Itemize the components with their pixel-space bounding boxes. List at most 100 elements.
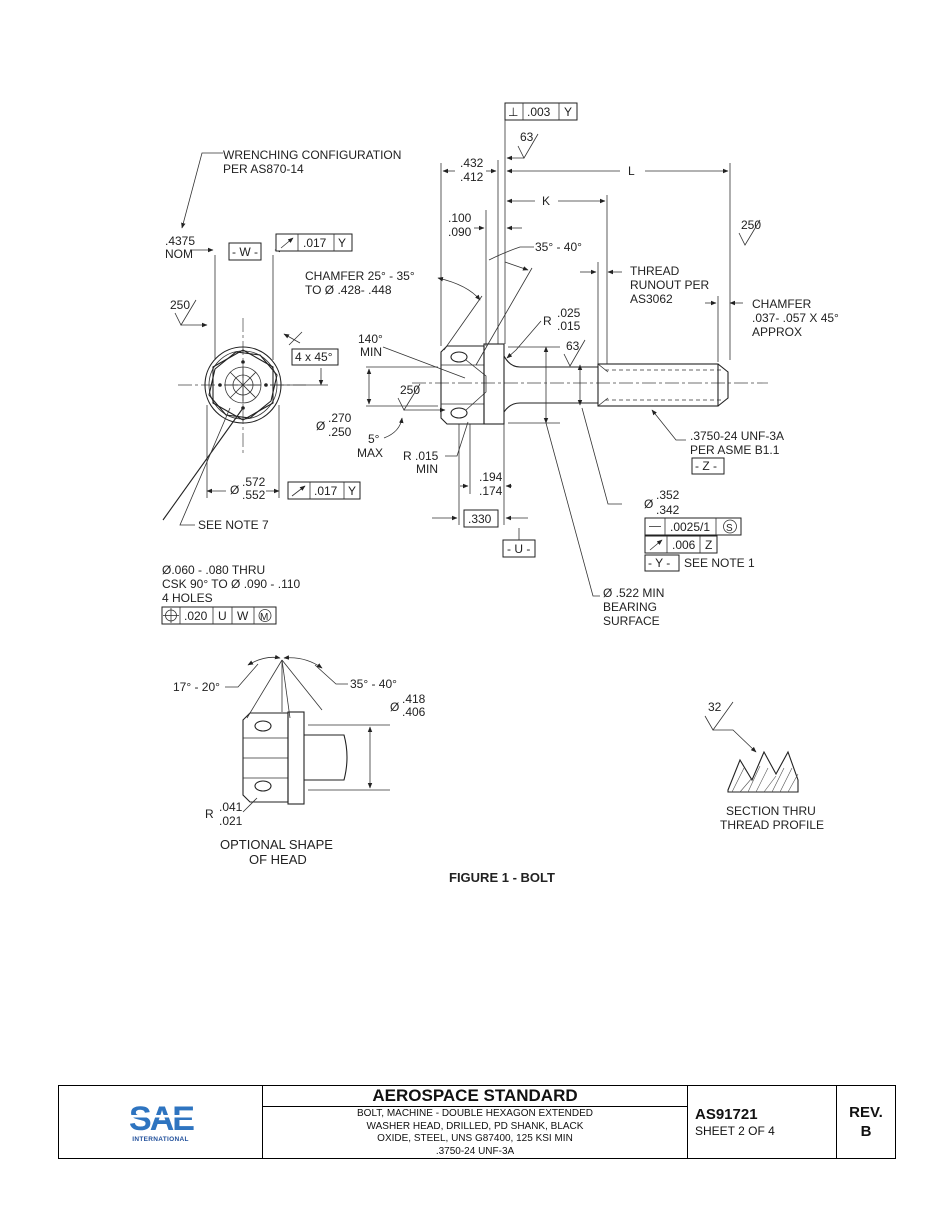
fcf-position-tol: .020: [184, 609, 208, 623]
angle-17-20: 17° - 20°: [173, 680, 220, 694]
sheet-number: SHEET 2 OF 4: [695, 1123, 775, 1138]
dim-194-upper: .194: [479, 470, 503, 484]
fcf-017-y-bottom: .017 Y: [287, 481, 361, 500]
dim-100-lower: .090: [448, 225, 472, 239]
label-k: K: [542, 194, 550, 208]
holes-line-2: CSK 90° TO Ø .090 - .110: [162, 577, 301, 591]
see-note-7: SEE NOTE 7: [198, 518, 269, 532]
datum-y: - Y -: [648, 556, 670, 570]
dim-194-lower: .174: [479, 484, 503, 498]
r-015-min: MIN: [416, 462, 438, 476]
dia-270-upper: .270: [328, 411, 352, 425]
description-line-2: WASHER HEAD, DRILLED, PD SHANK, BLACK: [366, 1120, 584, 1132]
fcf-0025-modifier: S: [726, 523, 733, 534]
thread-spec-1: .3750-24 UNF-3A: [690, 429, 784, 443]
wrenching-line-2: PER AS870-14: [223, 162, 304, 176]
label-l: L: [628, 164, 635, 178]
fcf-perp-003: ⊥ .003 Y: [504, 102, 578, 121]
finish-63-mid: 63: [566, 339, 580, 353]
across-flats-nom: NOM: [165, 247, 193, 261]
revision-cell: REV. B: [837, 1086, 895, 1158]
fcf-017-bottom-datum: Y: [348, 484, 356, 498]
dia-352-lower: .342: [656, 503, 680, 517]
fcf-006-z: .006 Z: [644, 535, 718, 554]
section-thru-2: THREAD PROFILE: [720, 818, 824, 832]
optional-shape-2: OF HEAD: [249, 852, 307, 867]
sae-logo-sub: INTERNATIONAL: [132, 1136, 189, 1143]
chamfer-tip-2: .037- .057 X 45°: [752, 311, 839, 325]
fcf-position-datum-w: W: [237, 609, 249, 623]
r-015-label: R .015: [403, 449, 439, 463]
title-description-cell: AEROSPACE STANDARD BOLT, MACHINE - DOUBL…: [263, 1086, 688, 1158]
fcf-position-datum-u: U: [218, 609, 227, 623]
revision-value: B: [860, 1123, 872, 1140]
finish-32: 32: [708, 700, 722, 714]
r-025-lower: .015: [557, 319, 581, 333]
chamfer-tip-3: APPROX: [752, 325, 802, 339]
fcf-perp-tol: .003: [527, 105, 551, 119]
sae-logo: SAE INTERNATIONAL: [128, 1101, 194, 1143]
bearing-3: SURFACE: [603, 614, 660, 628]
fcf-position-modifier: M: [260, 612, 268, 623]
finish-63-top: 63: [520, 130, 534, 144]
fcf-006-tol: .006: [672, 538, 696, 552]
r-041-upper: .041: [219, 800, 243, 814]
dim-330: .330: [468, 512, 492, 526]
min-140-min: MIN: [360, 345, 382, 359]
dim-100-upper: .100: [448, 211, 472, 225]
optional-shape-1: OPTIONAL SHAPE: [220, 837, 333, 852]
bearing-2: BEARING: [603, 600, 657, 614]
dia-418-upper: .418: [402, 692, 426, 706]
dia-572-upper: .572: [242, 475, 266, 489]
dia-418-symbol: Ø: [390, 700, 399, 714]
finish-250-right: 250: [741, 218, 761, 232]
dia-418-lower: .406: [402, 705, 426, 719]
fcf-0025: .0025/1 S: [644, 517, 742, 536]
fcf-017-top-datum: Y: [338, 236, 346, 250]
sae-logo-cell: SAE INTERNATIONAL: [59, 1086, 263, 1158]
datum-u: - U -: [507, 542, 530, 556]
fcf-017-top-tol: .017: [303, 236, 327, 250]
angle-35-40-b: 35° - 40°: [350, 677, 397, 691]
holes-line-3: 4 HOLES: [162, 591, 213, 605]
thread-spec-2: PER ASME B1.1: [690, 443, 780, 457]
thread-profile: 32 SECTION THRU THREAD PROFILE: [704, 700, 824, 832]
min-140-value: 140°: [358, 332, 383, 346]
optional-head-view: [242, 659, 348, 805]
holes-line-1: Ø.060 - .080 THRU: [162, 563, 265, 577]
chamfer-head-line-2: TO Ø .428- .448: [305, 283, 392, 297]
angle-35-40: 35° - 40°: [535, 240, 582, 254]
title-block: SAE INTERNATIONAL AEROSPACE STANDARD BOL…: [58, 1085, 896, 1159]
dia-572-symbol: Ø: [230, 483, 239, 497]
figure-caption: FIGURE 1 - BOLT: [449, 870, 555, 885]
sae-logo-mark: SAE: [129, 1101, 194, 1135]
finish-250-left: 250: [170, 298, 190, 312]
fcf-017-bottom-tol: .017: [314, 484, 338, 498]
dim-432-upper: .432: [460, 156, 484, 170]
fcf-position: .020 U W M: [161, 606, 277, 625]
fcf-perp-symbol: ⊥: [508, 105, 518, 119]
dia-352-symbol: Ø: [644, 497, 653, 511]
sae-logo-text: SAE: [129, 1101, 194, 1135]
thread-runout-2: RUNOUT PER: [630, 278, 709, 292]
finish-250-mid: 250: [400, 383, 420, 397]
bolt-drawing: WRENCHING CONFIGURATION PER AS870-14 .43…: [161, 102, 839, 885]
chamfer-tip-1: CHAMFER: [752, 297, 812, 311]
fcf-006-datum: Z: [705, 538, 712, 552]
description-line-3: OXIDE, STEEL, UNS G87400, 125 KSI MIN: [377, 1133, 573, 1144]
chamfer-head-line-1: CHAMFER 25° - 35°: [305, 269, 415, 283]
dia-270-lower: .250: [328, 425, 352, 439]
wrenching-line-1: WRENCHING CONFIGURATION: [223, 148, 401, 162]
document-number: AS91721: [695, 1105, 758, 1123]
r-025-upper: .025: [557, 306, 581, 320]
see-note-1: SEE NOTE 1: [684, 556, 755, 570]
dia-352-upper: .352: [656, 488, 680, 502]
r-025-label: R: [543, 314, 552, 328]
bolt-side-view: [412, 343, 768, 425]
thread-runout-3: AS3062: [630, 292, 673, 306]
fcf-0025-tol: .0025/1: [670, 520, 710, 534]
document-number-cell: AS91721 SHEET 2 OF 4: [688, 1086, 837, 1158]
dia-270-symbol: Ø: [316, 419, 325, 433]
section-thru-1: SECTION THRU: [726, 804, 816, 818]
fcf-perp-datum: Y: [564, 105, 572, 119]
